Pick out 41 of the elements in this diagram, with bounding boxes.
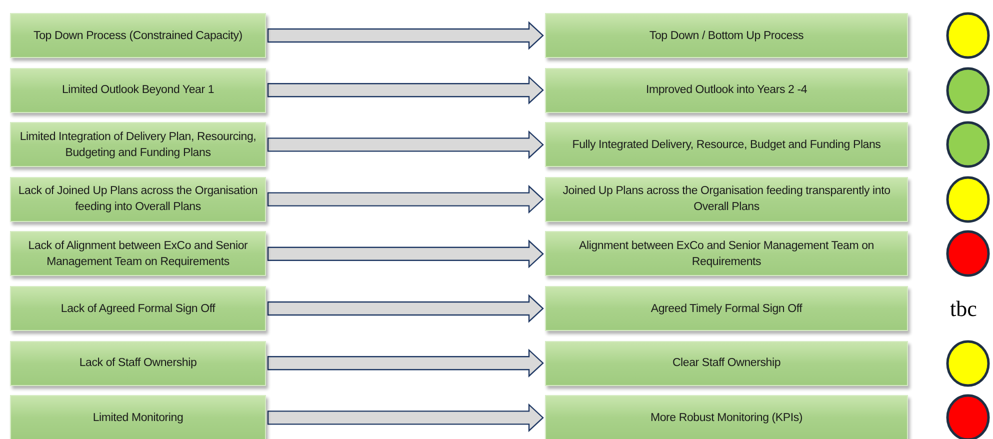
process-box — [545, 176, 908, 222]
block-arrow — [267, 76, 544, 104]
box-text: More Robust Monitoring (KPIs) — [650, 410, 803, 426]
box-text: Improved Outlook into Years 2 -4 — [646, 83, 808, 98]
block-arrow — [267, 294, 544, 323]
box-text: Fully Integrated Delivery, Resource, Budget and Funding Plans — [572, 138, 881, 153]
box-text: Limited Monitoring — [92, 410, 184, 426]
process-box — [545, 340, 908, 386]
block-arrow — [267, 184, 544, 214]
box-text: Top Down / Bottom Up Process — [649, 28, 804, 44]
process-box — [10, 340, 266, 386]
status-text: tbc — [950, 298, 977, 320]
box-text: Limited Outlook Beyond Year 1 — [62, 83, 214, 98]
process-box — [10, 286, 266, 331]
process-box — [545, 286, 908, 331]
process-box — [10, 395, 266, 439]
box-text: Alignment between ExCo and Senior Management Team on Requirements — [578, 238, 875, 270]
process-box — [10, 13, 266, 58]
process-box — [545, 122, 908, 168]
process-box — [545, 231, 908, 276]
process-box — [545, 395, 908, 439]
process-box — [10, 122, 266, 168]
box-text: Agreed Timely Formal Sign Off — [650, 302, 802, 316]
process-box — [10, 231, 266, 276]
block-arrow — [267, 21, 544, 50]
box-text: Top Down Process (Constrained Capacity) — [34, 28, 242, 44]
box-text: Joined Up Plans across the Organisation feeding transparently into Overall Plans — [562, 184, 892, 216]
box-text: Lack of Staff Ownership — [79, 356, 197, 372]
block-arrow — [267, 240, 544, 268]
process-box — [10, 68, 266, 113]
box-text: Limited Integration of Delivery Plan, Resourcing, Budgeting and Funding Plans — [18, 130, 258, 161]
block-arrow — [267, 403, 544, 432]
block-arrow — [267, 130, 544, 160]
box-text: Lack of Alignment between ExCo and Senior Management Team on Requirements — [27, 238, 249, 270]
process-box — [545, 68, 908, 113]
process-box — [10, 176, 266, 222]
box-text: Lack of Agreed Formal Sign Off — [60, 302, 216, 316]
box-text: Clear Staff Ownership — [672, 356, 781, 372]
process-box — [545, 13, 908, 58]
box-text: Lack of Joined Up Plans across the Organisation feeding into Overall Plans — [17, 184, 259, 216]
block-arrow — [267, 348, 544, 378]
